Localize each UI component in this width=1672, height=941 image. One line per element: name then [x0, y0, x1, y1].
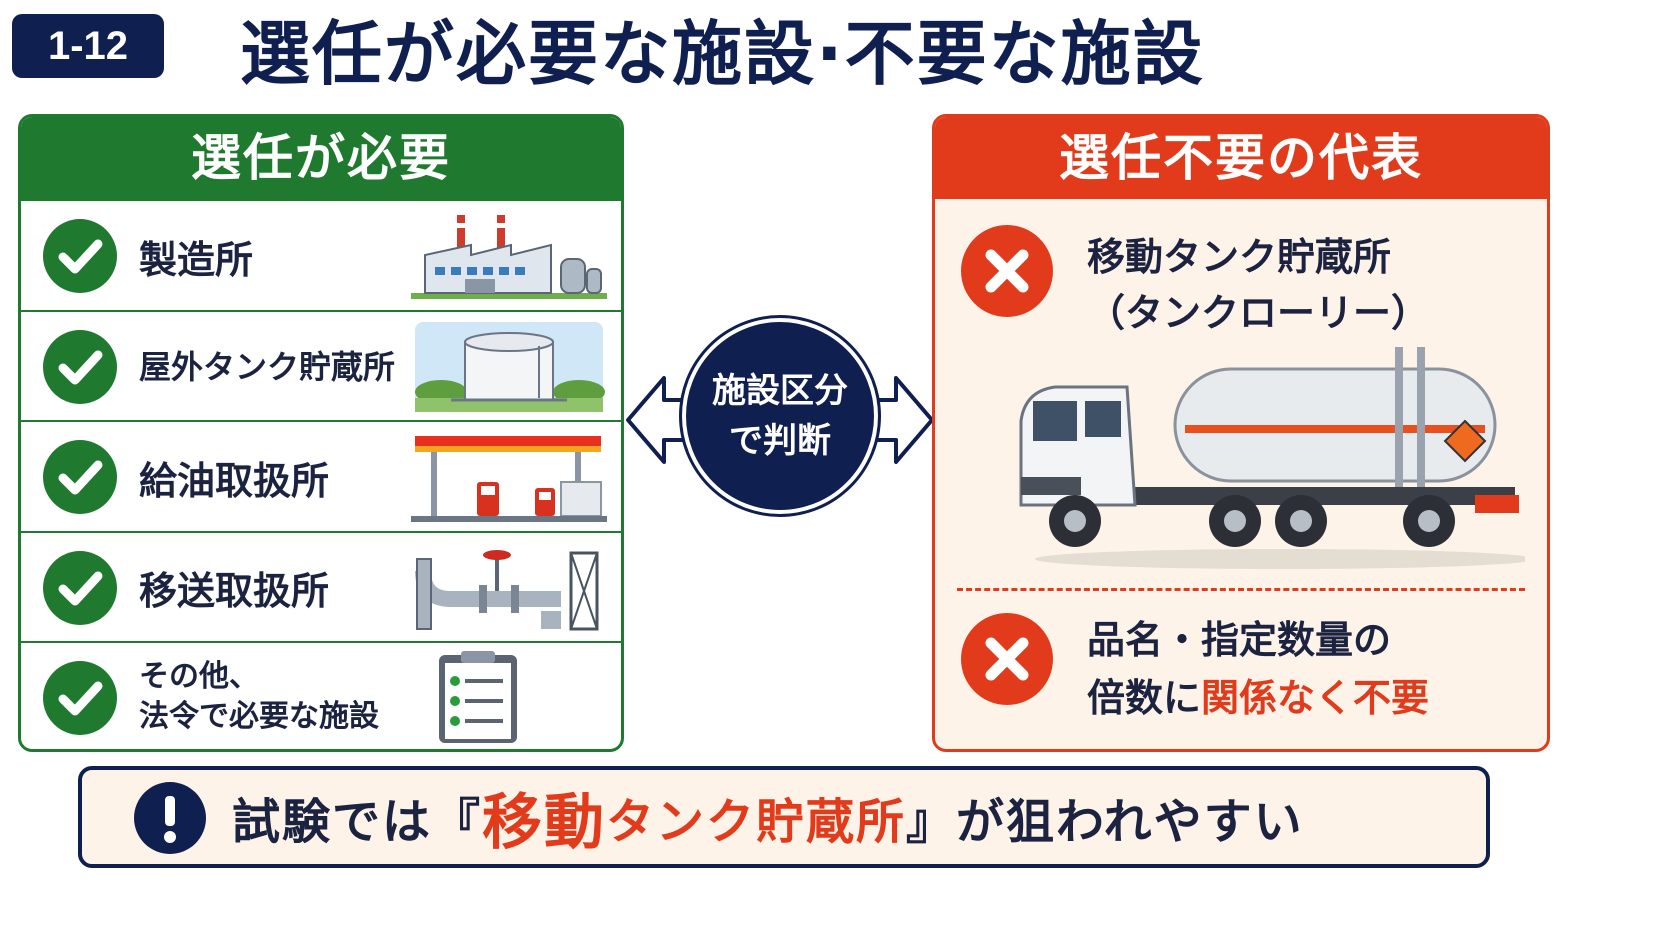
not-required-item-quantity: 品名・指定数量の 倍数に関係なく不要 [1087, 611, 1429, 727]
page-title: 選任が必要な施設·不要な施設 [240, 13, 1205, 95]
required-item-other: その他、 法令で必要な施設 [21, 641, 621, 749]
quantity-line2: 倍数に関係なく不要 [1087, 669, 1429, 727]
tip-highlight-big: 移動 [482, 787, 607, 858]
required-item-label: 屋外タンク貯蔵所 [139, 347, 396, 386]
check-icon [43, 329, 117, 404]
cross-icon [961, 613, 1053, 705]
tank-lorry-line1: 移動タンク貯蔵所 [1087, 235, 1392, 279]
center-line1: 施設区分 [712, 371, 848, 411]
required-item-label: 給油取扱所 [139, 458, 330, 503]
required-item-label-line1: その他、 [139, 659, 259, 695]
required-item-label: 製造所 [139, 237, 254, 282]
factory-icon [411, 215, 607, 299]
storage-tank-icon [415, 321, 605, 412]
quantity-line2-prefix: 倍数に [1087, 676, 1202, 720]
check-icon [43, 550, 117, 625]
tip-highlight-mid: タンク貯蔵所 [606, 794, 907, 850]
not-required-item-tank-lorry: 移動タンク貯蔵所 （タンクローリー） [1087, 229, 1429, 341]
check-icon [43, 661, 117, 736]
required-heading: 選任が必要 [21, 117, 621, 199]
clipboard-icon [439, 651, 517, 744]
exam-tip-text: 試験では『移動 タンク貯蔵所』が狙われやすい [232, 770, 1304, 864]
tip-suffix: 』が狙われやすい [906, 794, 1304, 850]
tank-lorry-line2: （タンクローリー） [1087, 291, 1430, 335]
required-item-outdoor-tank: 屋外タンク貯蔵所 [21, 309, 621, 421]
required-item-label: その他、 法令で必要な施設 [139, 643, 439, 737]
required-item-label-line2: 法令で必要な施設 [139, 699, 379, 735]
section-badge: 1-12 [12, 14, 164, 78]
center-line2: で判断 [729, 421, 831, 461]
exam-tip-banner: 試験では『移動 タンク貯蔵所』が狙われやすい [78, 766, 1490, 868]
tip-prefix: 試験では『 [232, 794, 483, 850]
quantity-line2-highlight: 関係なく不要 [1201, 676, 1430, 720]
required-item-factory: 製造所 [21, 199, 621, 310]
required-item-label: 移送取扱所 [139, 569, 330, 614]
facility-classification-badge: 施設区分 で判断 [682, 318, 878, 514]
not-required-panel: 選任不要の代表 移動タンク貯蔵所 （タンクローリー） 品名・指定数量の 倍数に関… [932, 114, 1550, 752]
tank-truck-icon [1019, 347, 1525, 569]
check-icon [43, 440, 117, 515]
not-required-heading: 選任不要の代表 [935, 117, 1547, 199]
required-panel: 選任が必要 製造所 屋外タンク貯蔵所 [18, 114, 624, 752]
gas-station-icon [411, 436, 607, 523]
pipeline-icon [415, 549, 599, 631]
required-item-pipeline: 移送取扱所 [21, 530, 621, 642]
exclamation-icon [134, 782, 206, 854]
check-icon [43, 219, 117, 293]
cross-icon [961, 225, 1053, 317]
quantity-line1: 品名・指定数量の [1087, 618, 1392, 662]
required-item-gas-station: 給油取扱所 [21, 420, 621, 531]
section-divider [957, 588, 1525, 591]
